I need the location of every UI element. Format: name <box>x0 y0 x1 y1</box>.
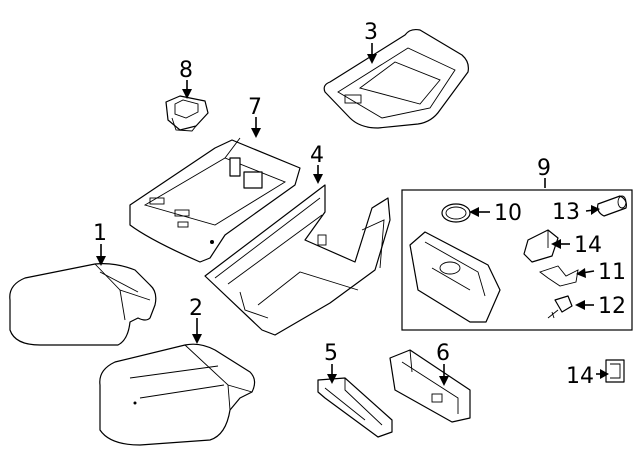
part-3-console-lid <box>323 28 469 129</box>
part-4-frame <box>204 184 391 336</box>
callout-9: 9 <box>537 156 551 181</box>
part-13-cylinder <box>597 195 627 217</box>
callout-1: 1 <box>93 221 107 246</box>
detail-box-9 <box>401 189 633 331</box>
part-1-seat-cushion <box>9 263 157 346</box>
callout-5: 5 <box>324 341 338 366</box>
part-8-cup-insert <box>165 95 209 132</box>
part-14-clip-outer <box>605 359 625 383</box>
callout-14-inset: 14 <box>574 233 602 258</box>
part-9-housing <box>409 231 501 323</box>
callout-12: 12 <box>598 294 626 319</box>
callout-13: 13 <box>552 200 580 225</box>
part-12-screw <box>547 295 573 319</box>
part-14-clip-inset <box>523 229 559 263</box>
part-10-ring <box>441 203 471 223</box>
callout-2: 2 <box>189 296 203 321</box>
part-2-seat-back <box>99 343 256 446</box>
callout-7: 7 <box>248 95 262 120</box>
callout-6: 6 <box>436 341 450 366</box>
part-11-spring-clip <box>539 265 579 287</box>
part-6-bracket <box>389 349 471 423</box>
callout-14-outer: 14 <box>566 364 594 389</box>
callout-10: 10 <box>494 201 522 226</box>
part-5-bracket <box>317 377 393 438</box>
callout-11: 11 <box>598 260 626 285</box>
part-7-console-bin <box>129 137 301 263</box>
callout-8: 8 <box>179 58 193 83</box>
callout-arrows <box>96 43 609 386</box>
callout-4: 4 <box>310 143 324 168</box>
callout-3: 3 <box>364 20 378 45</box>
